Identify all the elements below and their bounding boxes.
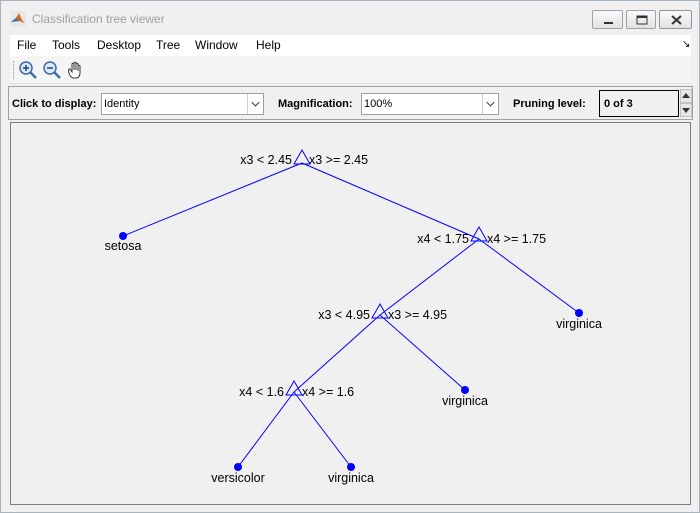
edge-n6-l9 <box>293 391 352 468</box>
dock-arrow-icon[interactable]: ↘ <box>682 39 691 50</box>
leaf-node[interactable]: setosa <box>105 232 142 253</box>
pan-hand-icon[interactable] <box>65 60 85 80</box>
branch-node[interactable]: x3 < 4.95 x3 >= 4.95 <box>318 302 447 322</box>
menu-help[interactable]: Help <box>256 38 281 52</box>
zoom-out-icon[interactable] <box>42 60 62 80</box>
edge-n4-n6 <box>293 314 381 393</box>
leaf-dot[interactable] <box>119 232 127 240</box>
close-icon <box>671 15 682 25</box>
magnification-label: Magnification: <box>278 98 353 110</box>
control-panel: Click to display: Identity Magnification… <box>8 86 693 120</box>
toolbar-grip <box>13 61 15 79</box>
pruning-level-value: 0 of 3 <box>604 98 633 110</box>
close-button[interactable] <box>659 10 692 29</box>
click-to-display-select[interactable]: Identity <box>101 93 264 115</box>
tree-canvas[interactable]: x3 < 2.45 x3 >= 2.45 x4 < 1.75 x4 >= 1.7… <box>10 122 691 505</box>
branch-right-rule: x4 >= 1.75 <box>487 232 546 246</box>
tree-edges <box>122 162 580 468</box>
leaf-label: setosa <box>105 239 142 253</box>
leaf-label: virginica <box>328 471 374 485</box>
leaf-dot[interactable] <box>347 463 355 471</box>
branch-triangle-icon[interactable] <box>371 302 389 319</box>
edge-n1-l2 <box>122 162 303 237</box>
leaf-label: virginica <box>556 317 602 331</box>
magnification-value: 100% <box>364 98 393 110</box>
spinner-up-icon[interactable] <box>682 93 690 98</box>
branch-triangle-icon[interactable] <box>285 379 303 396</box>
leaf-node[interactable]: virginica <box>556 309 602 331</box>
edge-n3-l5 <box>478 238 580 314</box>
branch-node[interactable]: x4 < 1.75 x4 >= 1.75 <box>417 225 546 246</box>
branch-right-rule: x3 >= 2.45 <box>309 153 368 167</box>
branch-triangle-icon[interactable] <box>470 225 488 242</box>
magnification-select[interactable]: 100% <box>361 93 499 115</box>
click-to-display-value: Identity <box>104 98 140 110</box>
spinner-down-icon[interactable] <box>682 108 690 113</box>
leaf-node[interactable]: virginica <box>328 463 374 485</box>
edge-n1-n3 <box>301 162 480 240</box>
branch-left-rule: x4 < 1.75 <box>417 232 469 246</box>
pruning-spinner[interactable] <box>680 89 692 117</box>
edge-n4-l7 <box>379 314 466 391</box>
branch-right-rule: x3 >= 4.95 <box>388 308 447 322</box>
maximize-button[interactable] <box>626 10 656 29</box>
zoom-in-icon[interactable] <box>18 60 38 80</box>
edge-n3-n4 <box>379 238 480 316</box>
menu-desktop[interactable]: Desktop <box>97 38 142 52</box>
minimize-icon <box>604 22 613 24</box>
chevron-down-icon <box>247 94 260 114</box>
click-to-display-label: Click to display: <box>12 98 97 110</box>
leaf-node[interactable]: virginica <box>442 386 488 408</box>
maximize-icon <box>636 15 648 25</box>
pruning-level-field[interactable]: 0 of 3 <box>599 90 679 117</box>
chevron-down-icon <box>482 94 495 114</box>
branch-left-rule: x3 < 4.95 <box>318 308 370 322</box>
menu-bar: File Tools Desktop Tree Window Help ↘ <box>10 35 691 56</box>
leaf-node[interactable]: versicolor <box>211 463 265 485</box>
menu-tree[interactable]: Tree <box>156 38 181 52</box>
leaf-label: versicolor <box>211 471 265 485</box>
toolbar <box>10 56 691 84</box>
pruning-level-label: Pruning level: <box>513 98 586 110</box>
branch-left-rule: x3 < 2.45 <box>240 153 292 167</box>
title-bar[interactable]: Classification tree viewer <box>1 1 699 35</box>
branch-node[interactable]: x3 < 2.45 x3 >= 2.45 <box>240 148 368 167</box>
leaf-label: virginica <box>442 394 488 408</box>
minimize-button[interactable] <box>592 10 623 29</box>
edge-n6-l8 <box>237 391 295 468</box>
leaf-dot[interactable] <box>461 386 469 394</box>
branch-right-rule: x4 >= 1.6 <box>302 385 354 399</box>
branch-node[interactable]: x4 < 1.6 x4 >= 1.6 <box>239 379 354 399</box>
menu-file[interactable]: File <box>17 38 37 52</box>
menu-tools[interactable]: Tools <box>52 38 81 52</box>
menu-window[interactable]: Window <box>195 38 238 52</box>
leaf-dot[interactable] <box>234 463 242 471</box>
window-title: Classification tree viewer <box>32 12 165 26</box>
matlab-app-icon <box>10 11 26 27</box>
branch-triangle-icon[interactable] <box>293 148 311 165</box>
leaf-dot[interactable] <box>575 309 583 317</box>
branch-left-rule: x4 < 1.6 <box>239 385 284 399</box>
tree-plot: x3 < 2.45 x3 >= 2.45 x4 < 1.75 x4 >= 1.7… <box>105 148 602 485</box>
